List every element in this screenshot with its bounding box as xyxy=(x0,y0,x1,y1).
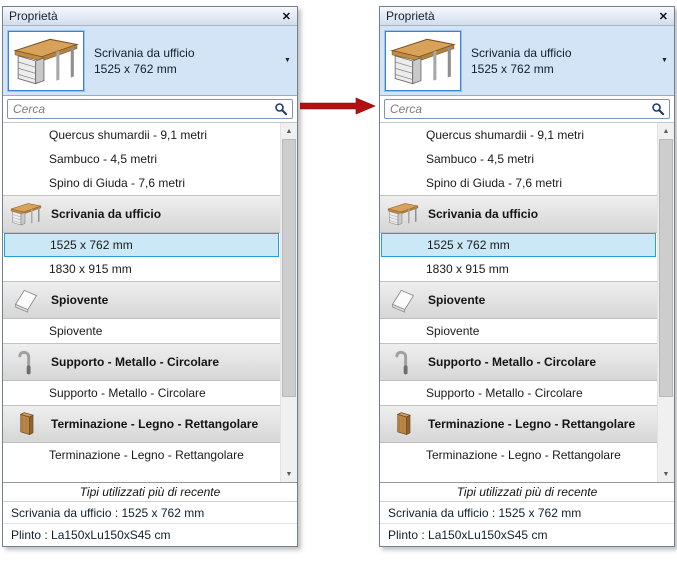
desk-preview-image xyxy=(390,35,456,87)
properties-palette-before: Proprietà ✕ Scrivania da ufficio 1525 x … xyxy=(2,6,298,547)
family-header-support[interactable]: Supporto - Metallo - Circolare xyxy=(3,343,280,381)
scrollbar-thumb[interactable] xyxy=(282,139,296,398)
selected-type-size: 1525 x 762 mm xyxy=(94,61,177,76)
family-header-desk[interactable]: Scrivania da ufficio xyxy=(380,195,657,233)
search-icon[interactable] xyxy=(651,102,665,116)
type-list-container: Quercus shumardii - 9,1 metri Sambuco - … xyxy=(380,122,674,482)
scrollbar[interactable]: ▲ ▼ xyxy=(657,123,674,482)
search-input[interactable] xyxy=(7,99,293,119)
wood-termination-icon xyxy=(386,408,420,440)
scroll-down-icon[interactable]: ▼ xyxy=(281,466,297,482)
list-item[interactable]: Quercus shumardii - 9,1 metri xyxy=(426,128,585,142)
scrollbar[interactable]: ▲ ▼ xyxy=(280,123,297,482)
sloped-panel-icon xyxy=(9,284,43,316)
close-icon[interactable]: ✕ xyxy=(281,10,291,23)
type-selector[interactable]: Scrivania da ufficio 1525 x 762 mm ▼ xyxy=(3,26,297,96)
type-selector-text: Scrivania da ufficio 1525 x 762 mm xyxy=(84,45,280,77)
search-input[interactable] xyxy=(384,99,670,119)
family-header-desk[interactable]: Scrivania da ufficio xyxy=(3,195,280,233)
list-item[interactable]: Spino di Giuda - 7,6 metri xyxy=(426,176,563,190)
type-selector-dropdown-arrow-icon[interactable]: ▼ xyxy=(661,57,668,64)
list-item[interactable]: Terminazione - Legno - Rettangolare xyxy=(426,448,621,462)
desk-icon xyxy=(386,198,420,230)
list-item[interactable]: Spiovente xyxy=(426,324,480,338)
scrollbar-thumb[interactable] xyxy=(659,139,673,398)
recent-types-header: Tipi utilizzati più di recente xyxy=(380,482,674,502)
list-item[interactable]: 1830 x 915 mm xyxy=(426,262,509,276)
scroll-down-icon[interactable]: ▼ xyxy=(658,466,674,482)
red-transition-arrow-icon xyxy=(300,97,376,115)
desk-icon xyxy=(9,198,43,230)
type-list: Quercus shumardii - 9,1 metri Sambuco - … xyxy=(380,123,657,482)
type-selector-dropdown-arrow-icon[interactable]: ▼ xyxy=(284,57,291,64)
recent-types-header: Tipi utilizzati più di recente xyxy=(3,482,297,502)
type-list: Quercus shumardii - 9,1 metri Sambuco - … xyxy=(3,123,280,482)
round-metal-support-icon xyxy=(386,346,420,378)
list-item[interactable]: Sambuco - 4,5 metri xyxy=(426,152,535,166)
list-item[interactable]: Supporto - Metallo - Circolare xyxy=(49,386,206,400)
type-selector-text: Scrivania da ufficio 1525 x 762 mm xyxy=(461,45,657,77)
list-item[interactable]: 1830 x 915 mm xyxy=(49,262,132,276)
palette-title: Proprietà xyxy=(9,9,58,23)
recent-type-row[interactable]: Plinto : La150xLu150xS45 cm xyxy=(380,524,674,546)
close-icon[interactable]: ✕ xyxy=(658,10,668,23)
wood-termination-icon xyxy=(9,408,43,440)
palette-titlebar[interactable]: Proprietà ✕ xyxy=(380,7,674,26)
scrollbar-track[interactable] xyxy=(658,139,674,466)
family-header-termination[interactable]: Terminazione - Legno - Rettangolare xyxy=(3,405,280,443)
type-preview-thumbnail xyxy=(7,29,85,92)
search-box xyxy=(380,96,674,122)
scroll-up-icon[interactable]: ▲ xyxy=(281,123,297,139)
recent-type-row[interactable]: Scrivania da ufficio : 1525 x 762 mm xyxy=(3,502,297,524)
sloped-panel-icon xyxy=(386,284,420,316)
search-box xyxy=(3,96,297,122)
list-item-selected[interactable]: 1525 x 762 mm xyxy=(4,233,279,257)
list-item-selected[interactable]: 1525 x 762 mm xyxy=(381,233,656,257)
round-metal-support-icon xyxy=(9,346,43,378)
list-item[interactable]: Spino di Giuda - 7,6 metri xyxy=(49,176,186,190)
list-item[interactable]: Terminazione - Legno - Rettangolare xyxy=(49,448,244,462)
family-header-support[interactable]: Supporto - Metallo - Circolare xyxy=(380,343,657,381)
type-list-container: Quercus shumardii - 9,1 metri Sambuco - … xyxy=(3,122,297,482)
recent-type-row[interactable]: Plinto : La150xLu150xS45 cm xyxy=(3,524,297,546)
properties-palette-after: Proprietà ✕ Scrivania da ufficio 1525 x … xyxy=(379,6,675,547)
list-item[interactable]: Sambuco - 4,5 metri xyxy=(49,152,158,166)
type-selector[interactable]: Scrivania da ufficio 1525 x 762 mm ▼ xyxy=(380,26,674,96)
palette-title: Proprietà xyxy=(386,9,435,23)
selected-family-name: Scrivania da ufficio xyxy=(471,45,572,60)
desk-preview-image xyxy=(13,35,79,87)
family-header-sloped[interactable]: Spiovente xyxy=(380,281,657,319)
type-preview-thumbnail xyxy=(384,29,462,92)
palette-titlebar[interactable]: Proprietà ✕ xyxy=(3,7,297,26)
recent-type-row[interactable]: Scrivania da ufficio : 1525 x 762 mm xyxy=(380,502,674,524)
family-header-sloped[interactable]: Spiovente xyxy=(3,281,280,319)
search-icon[interactable] xyxy=(274,102,288,116)
list-item[interactable]: Quercus shumardii - 9,1 metri xyxy=(49,128,208,142)
scroll-up-icon[interactable]: ▲ xyxy=(658,123,674,139)
scrollbar-track[interactable] xyxy=(281,139,297,466)
selected-family-name: Scrivania da ufficio xyxy=(94,45,195,60)
selected-type-size: 1525 x 762 mm xyxy=(471,61,554,76)
list-item[interactable]: Supporto - Metallo - Circolare xyxy=(426,386,583,400)
list-item[interactable]: Spiovente xyxy=(49,324,103,338)
family-header-termination[interactable]: Terminazione - Legno - Rettangolare xyxy=(380,405,657,443)
